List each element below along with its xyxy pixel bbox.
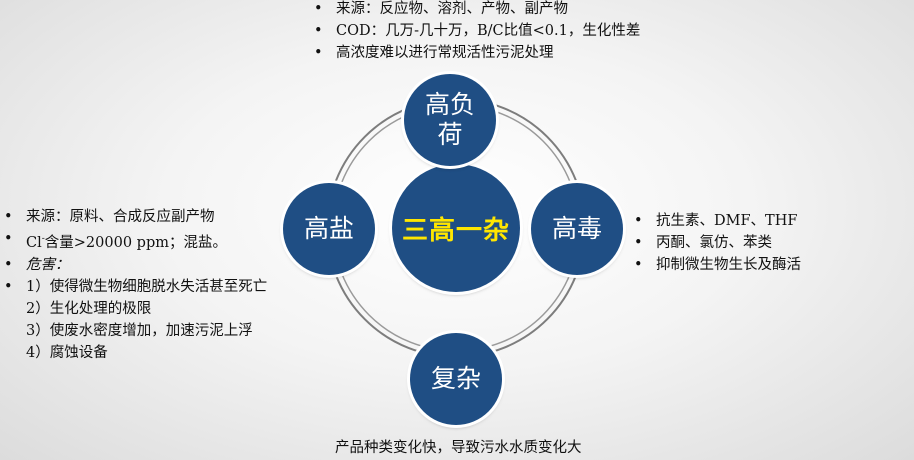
node-bottom-label: 复杂 <box>430 364 481 393</box>
node-top-label: 高负荷 <box>424 90 475 149</box>
right-note: 丙酮、氯仿、苯类 <box>630 232 801 254</box>
right-note: 抗生素、DMF、THF <box>630 210 801 232</box>
top-note: 高浓度难以进行常规活性污泥处理 <box>310 42 640 64</box>
node-right-label: 高毒 <box>551 214 602 243</box>
top-notes: 来源：反应物、溶剂、产物、副产物 COD：几万-几十万，B/C比值<0.1，生化… <box>310 0 640 64</box>
left-note-harm: 4）腐蚀设备 <box>26 344 108 361</box>
node-right: 高毒 <box>531 183 623 275</box>
top-note: COD：几万-几十万，B/C比值<0.1，生化性差 <box>310 20 640 42</box>
left-note-harm-title: 危害： <box>0 254 267 276</box>
node-center-label: 三高一杂 <box>401 215 510 246</box>
right-note: 抑制微生物生长及酶活 <box>630 254 801 276</box>
node-bottom: 复杂 <box>410 333 502 425</box>
left-note-chloride: Cl-含量>20000 ppm；混盐。 <box>0 228 267 254</box>
node-left: 高盐 <box>283 183 375 275</box>
bottom-note: 产品种类变化快，导致污水水质变化大 <box>335 440 582 456</box>
left-note-source: 来源：原料、合成反应副产物 <box>0 206 267 228</box>
right-notes: 抗生素、DMF、THF 丙酮、氯仿、苯类 抑制微生物生长及酶活 <box>630 210 801 276</box>
left-note-harm: 3）使废水密度增加，加速污泥上浮 <box>26 322 253 339</box>
left-note-harm: 1）使得微生物细胞脱水失活甚至死亡 <box>0 276 267 298</box>
top-note: 来源：反应物、溶剂、产物、副产物 <box>310 0 640 20</box>
node-center: 三高一杂 <box>392 164 520 292</box>
node-top: 高负荷 <box>404 74 496 166</box>
node-left-label: 高盐 <box>303 214 354 243</box>
left-note-harm: 2）生化处理的极限 <box>26 300 152 317</box>
left-notes: 来源：原料、合成反应副产物 Cl-含量>20000 ppm；混盐。 危害： 1）… <box>0 206 267 364</box>
